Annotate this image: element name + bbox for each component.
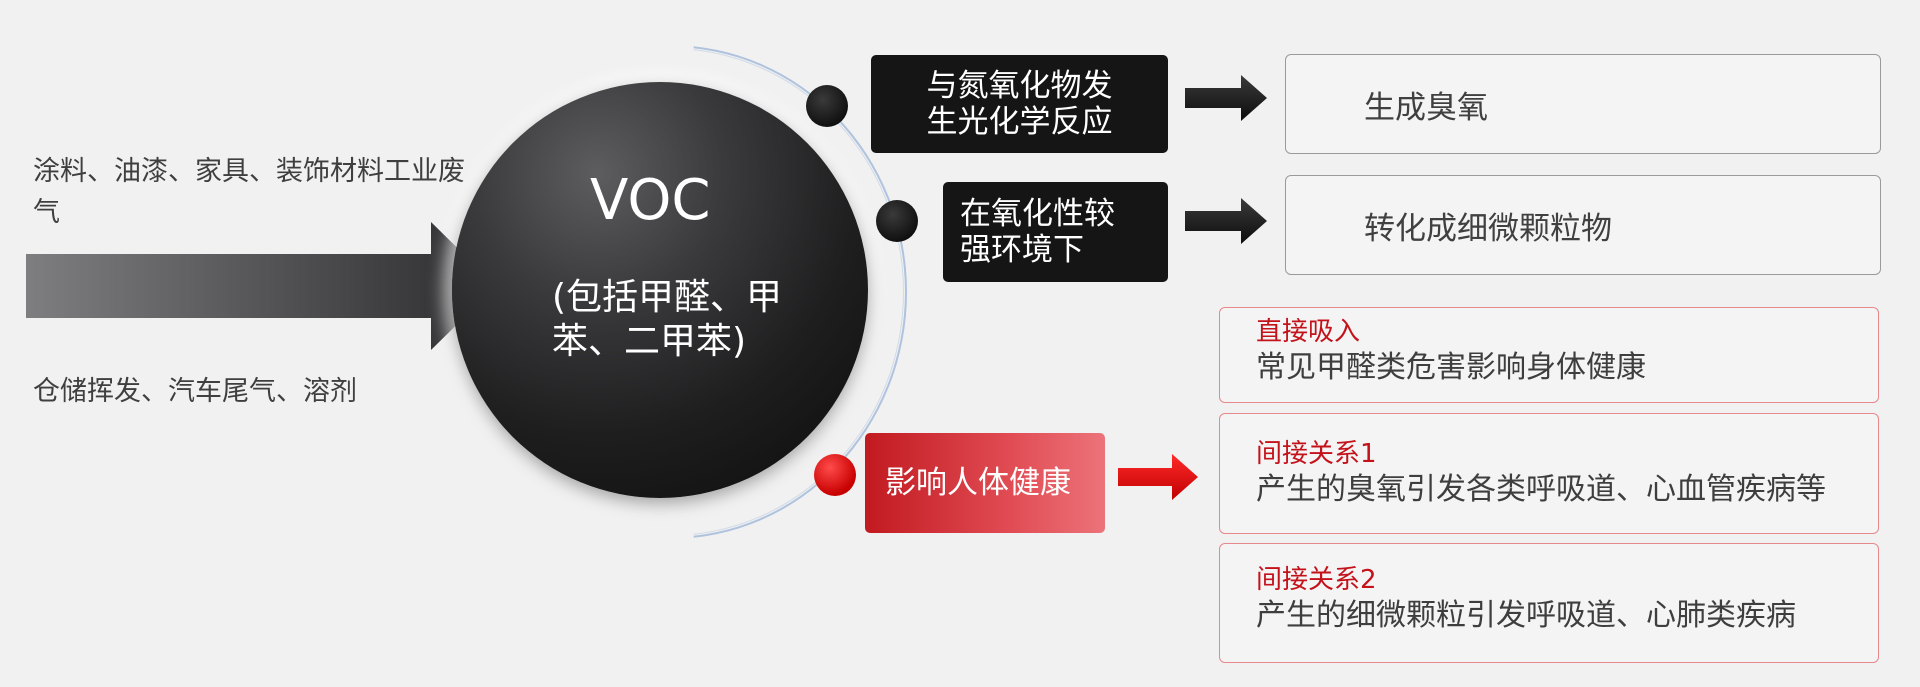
effect-indirect-2-label: 间接关系2 bbox=[1256, 565, 1377, 595]
effect-indirect-1-label: 间接关系1 bbox=[1256, 439, 1377, 469]
result-ozone-label: 生成臭氧 bbox=[1364, 89, 1488, 126]
health-impact-box: 影响人体健康 bbox=[865, 433, 1105, 533]
result-ozone-box: 生成臭氧 bbox=[1285, 54, 1881, 154]
input-arrow-icon bbox=[26, 222, 496, 350]
orbit-dot-icon bbox=[876, 200, 918, 242]
voc-subtitle: (包括甲醛、甲苯、二甲苯) bbox=[552, 277, 783, 362]
result-fine-particles-box: 转化成细微颗粒物 bbox=[1285, 175, 1881, 275]
effect-indirect-1-desc: 产生的臭氧引发各类呼吸道、心血管疾病等 bbox=[1256, 472, 1826, 507]
effect-indirect-2-desc: 产生的细微颗粒引发呼吸道、心肺类疾病 bbox=[1256, 598, 1796, 633]
source-storage-vehicles-solvents: 仓储挥发、汽车尾气、溶剂 bbox=[33, 376, 357, 407]
voc-circle bbox=[452, 82, 868, 498]
reaction-oxidizing-label: 在氧化性较强环境下 bbox=[960, 196, 1115, 268]
orbit-dot-icon bbox=[806, 85, 848, 127]
arrow-right-red-icon bbox=[1118, 454, 1198, 500]
arrow-right-icon bbox=[1185, 198, 1267, 244]
result-fine-particles-label: 转化成细微颗粒物 bbox=[1364, 210, 1612, 247]
voc-title: VOC bbox=[590, 168, 711, 233]
effect-direct-desc: 常见甲醛类危害影响身体健康 bbox=[1256, 350, 1646, 385]
reaction-photochemical-box: 与氮氧化物发生光化学反应 bbox=[871, 55, 1168, 153]
reaction-photochemical-label: 与氮氧化物发生光化学反应 bbox=[926, 68, 1113, 140]
effect-indirect-1-box: 间接关系1 产生的臭氧引发各类呼吸道、心血管疾病等 bbox=[1219, 413, 1879, 534]
reaction-oxidizing-box: 在氧化性较强环境下 bbox=[943, 182, 1168, 282]
effect-indirect-2-box: 间接关系2 产生的细微颗粒引发呼吸道、心肺类疾病 bbox=[1219, 543, 1879, 663]
source-industrial-waste-gas: 涂料、油漆、家具、装饰材料工业废气 bbox=[33, 156, 465, 228]
orbit-dot-red-icon bbox=[814, 454, 856, 496]
health-impact-label: 影响人体健康 bbox=[885, 465, 1071, 501]
effect-direct-label: 直接吸入 bbox=[1256, 317, 1361, 347]
effect-direct-inhalation-box: 直接吸入 常见甲醛类危害影响身体健康 bbox=[1219, 307, 1879, 403]
arrow-right-icon bbox=[1185, 75, 1267, 121]
